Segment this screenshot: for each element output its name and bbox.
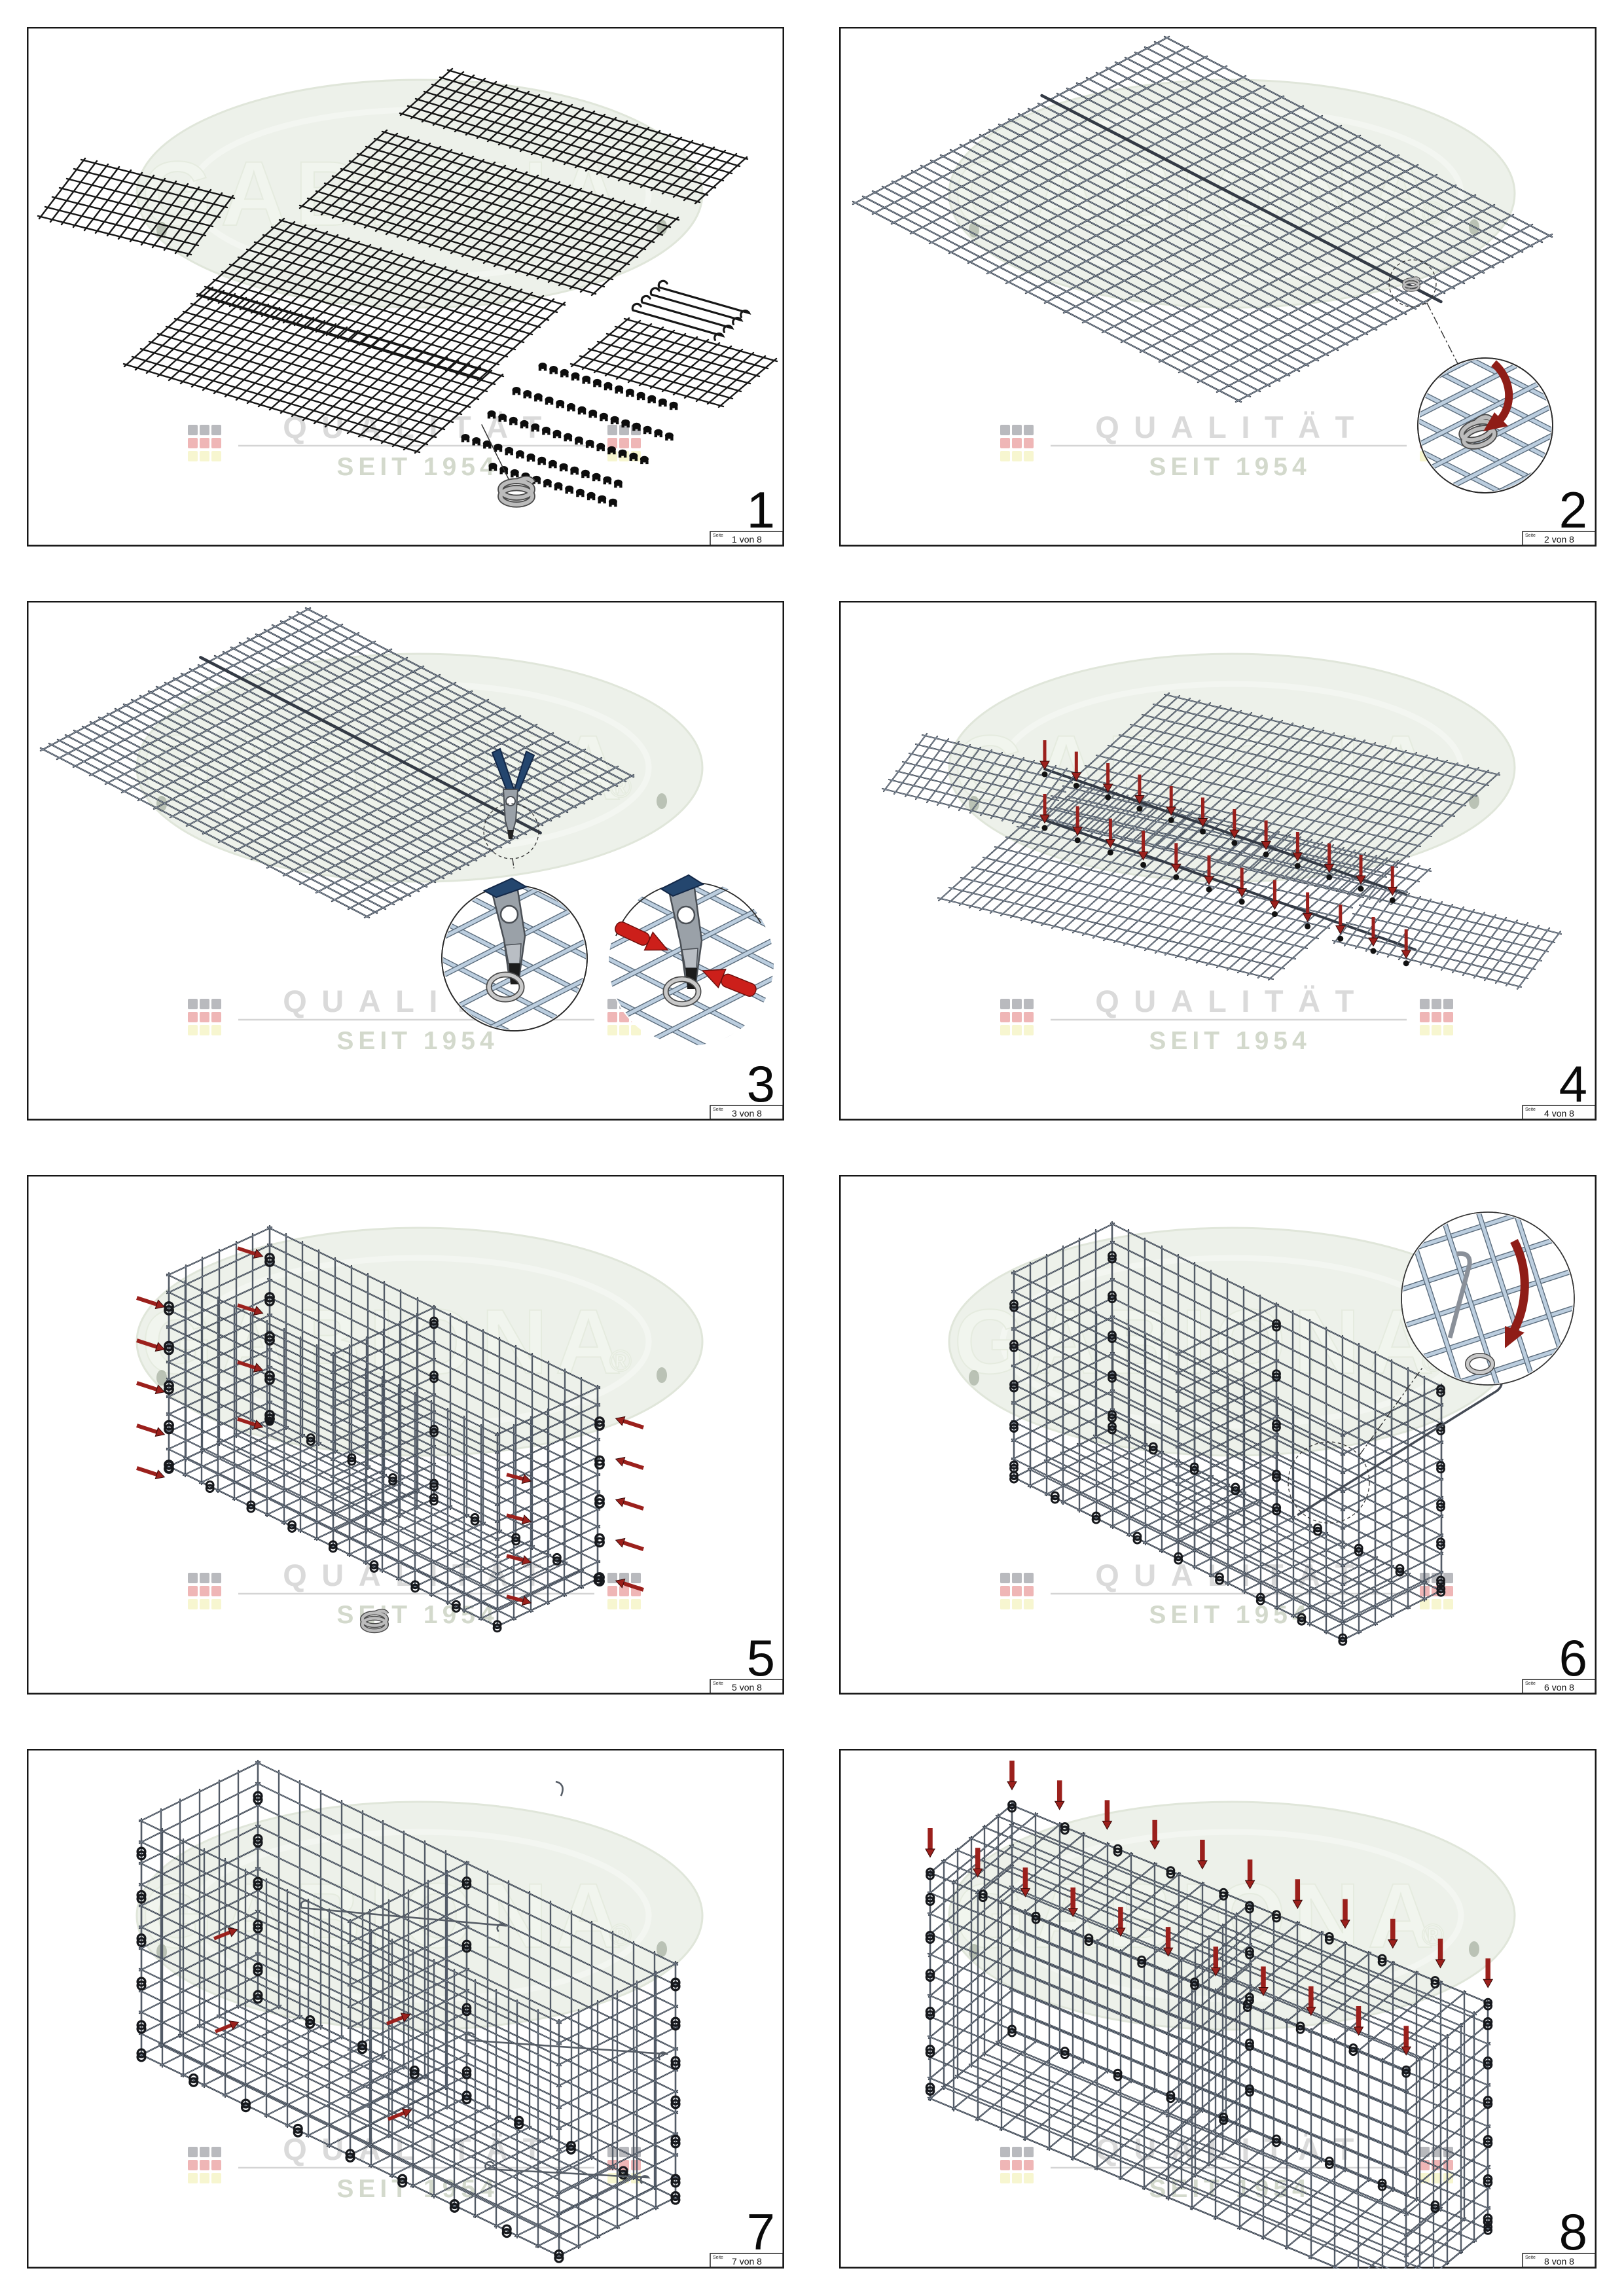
svg-text:5 von 8: 5 von 8 [732,1682,762,1693]
svg-text:Seite: Seite [1525,1107,1536,1112]
svg-text:6 von 8: 6 von 8 [1544,1682,1574,1693]
svg-text:Seite: Seite [1525,2255,1536,2260]
svg-text:GABIONA: GABIONA [141,716,629,819]
svg-text:3 von 8: 3 von 8 [732,1108,762,1119]
svg-text:1 von 8: 1 von 8 [732,534,762,545]
svg-text:SEIT 1954: SEIT 1954 [336,1027,498,1055]
svg-text:®: ® [609,1344,632,1378]
svg-text:4: 4 [1559,1055,1587,1113]
svg-text:7: 7 [747,2203,775,2261]
svg-text:SEIT 1954: SEIT 1954 [336,2175,498,2203]
svg-text:GABIONA: GABIONA [954,716,1441,819]
svg-text:2 von 8: 2 von 8 [1544,534,1574,545]
svg-text:Seite: Seite [713,2255,723,2260]
svg-text:7 von 8: 7 von 8 [732,2256,762,2267]
svg-text:5: 5 [747,1629,775,1687]
svg-text:Seite: Seite [1525,1681,1536,1686]
svg-text:Seite: Seite [1525,533,1536,538]
svg-text:SEIT 1954: SEIT 1954 [336,453,498,481]
svg-text:1: 1 [747,481,775,539]
svg-text:Seite: Seite [713,1107,723,1112]
svg-text:Seite: Seite [713,533,723,538]
svg-text:2: 2 [1559,481,1587,539]
svg-text:SEIT 1954: SEIT 1954 [1149,453,1310,481]
svg-text:4 von 8: 4 von 8 [1544,1108,1574,1119]
svg-text:Seite: Seite [713,1681,723,1686]
svg-text:GABIONA: GABIONA [141,1290,629,1393]
svg-text:QUALITÄT: QUALITÄT [1095,1558,1369,1592]
svg-text:3: 3 [747,1055,775,1113]
svg-text:SEIT 1954: SEIT 1954 [1149,1027,1310,1055]
svg-text:QUALITÄT: QUALITÄT [1095,984,1369,1018]
svg-text:SEIT 1954: SEIT 1954 [1149,1601,1310,1629]
svg-text:QUALITÄT: QUALITÄT [283,2132,556,2166]
svg-text:QUALITÄT: QUALITÄT [1095,410,1369,444]
svg-text:GABIONA: GABIONA [141,142,629,245]
svg-text:8 von 8: 8 von 8 [1544,2256,1574,2267]
svg-text:6: 6 [1559,1629,1587,1687]
svg-text:8: 8 [1559,2203,1587,2261]
